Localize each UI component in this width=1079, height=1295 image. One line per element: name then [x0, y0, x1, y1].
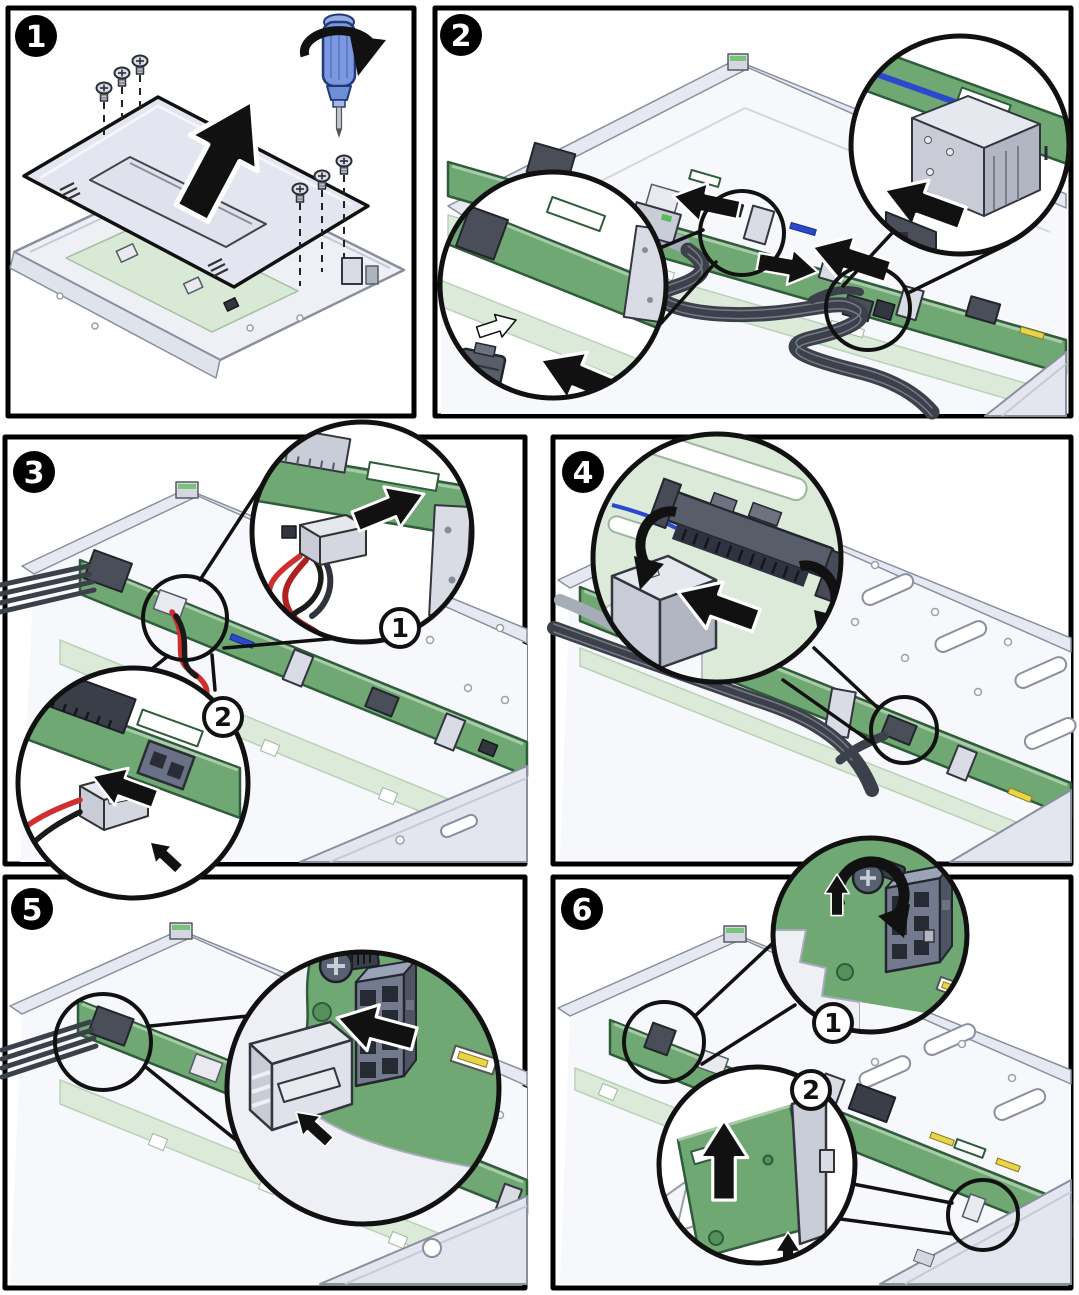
callout-leader-line: [148, 1014, 250, 1028]
panel-step-2: 2: [432, 5, 1074, 420]
zoom-source-circle: [53, 992, 153, 1092]
callout-leader-line: [700, 1003, 797, 1066]
step-badge: 1: [15, 15, 57, 57]
power-cable-plug: [248, 1020, 354, 1132]
callout-circle: [249, 419, 475, 645]
callout-number: 2: [790, 1069, 832, 1111]
callout-circle: [848, 33, 1072, 257]
callout-leader-line: [198, 475, 269, 582]
zoom-source-circle: [869, 695, 939, 765]
magnified-callout: [590, 431, 844, 685]
zoom-source-circle: [946, 1178, 1020, 1252]
step-badge-label: 1: [26, 20, 47, 55]
step-badge-label: 2: [451, 19, 472, 54]
callout-number: 2: [202, 696, 244, 738]
callout-number-label: 1: [391, 614, 409, 644]
callout-leader-line: [812, 646, 880, 710]
zoom-source-circle: [141, 574, 229, 662]
panel-step-5: 5: [0, 874, 529, 1291]
cable-bundle: [547, 594, 889, 797]
cover-screws: [95, 54, 353, 286]
board-hole: [312, 1002, 332, 1022]
step-badge: 5: [11, 888, 53, 930]
callout-number-label: 1: [824, 1009, 842, 1039]
callout-circle: [224, 949, 502, 1227]
magnified-callout-top-right: [848, 33, 1072, 257]
callout-leader-line: [653, 260, 718, 332]
callout-number: 1: [812, 1002, 854, 1044]
step-badge: 3: [13, 451, 55, 493]
zoom-source-circle: [824, 264, 912, 352]
magnified-callout-1: 1: [249, 419, 475, 649]
callout-leader-line: [841, 230, 895, 288]
callout-circle: [590, 431, 844, 685]
callout-leader-line: [906, 242, 1010, 295]
latch-connector: [647, 477, 841, 604]
step-badge-label: 5: [22, 893, 43, 928]
callout-leader-line: [781, 678, 873, 744]
zoom-source-circle: [698, 189, 786, 277]
drive-module: [911, 95, 1041, 217]
callout-circle: [656, 1064, 858, 1266]
step-badge-label: 6: [572, 893, 593, 928]
callout-leader-line: [222, 636, 342, 650]
cable-bundle: [0, 1019, 99, 1080]
step-badge: 6: [561, 888, 603, 930]
zoom-source-circle: [622, 1000, 706, 1084]
panel-step-3: 1: [0, 419, 529, 901]
magnified-callout-1: 1: [770, 835, 970, 1044]
callout-circle: [770, 835, 970, 1035]
magnified-callout-2: 2: [15, 665, 251, 901]
step-badge-label: 4: [573, 456, 594, 491]
step-badge-label: 3: [24, 456, 45, 491]
callout-circle: [15, 665, 251, 901]
callout-number-label: 2: [214, 703, 232, 733]
callout-circle: [437, 169, 669, 401]
callout-leader-line: [210, 653, 217, 692]
panel-step-4: 4: [547, 431, 1077, 867]
step-badge: 4: [562, 451, 604, 493]
board-hole: [836, 963, 854, 981]
callout-number: 1: [379, 607, 421, 649]
callout-number-label: 2: [802, 1076, 820, 1106]
panel-step-6: 1 2 6: [550, 835, 1074, 1291]
screwdriver-icon: [299, 13, 386, 138]
power-socket: [136, 739, 196, 791]
black-power-wire: [173, 613, 199, 679]
magnified-callout: [224, 949, 502, 1227]
callout-leader-line: [831, 1216, 955, 1236]
magnified-callout-2: 2: [656, 1064, 858, 1266]
callout-leader-line: [658, 228, 705, 250]
cable-bundle: [0, 563, 97, 615]
panel-step-1: 1: [5, 5, 417, 419]
callout-leader-line: [851, 1182, 954, 1205]
step-badge: 2: [440, 14, 482, 56]
callout-leader-line: [145, 1066, 238, 1142]
